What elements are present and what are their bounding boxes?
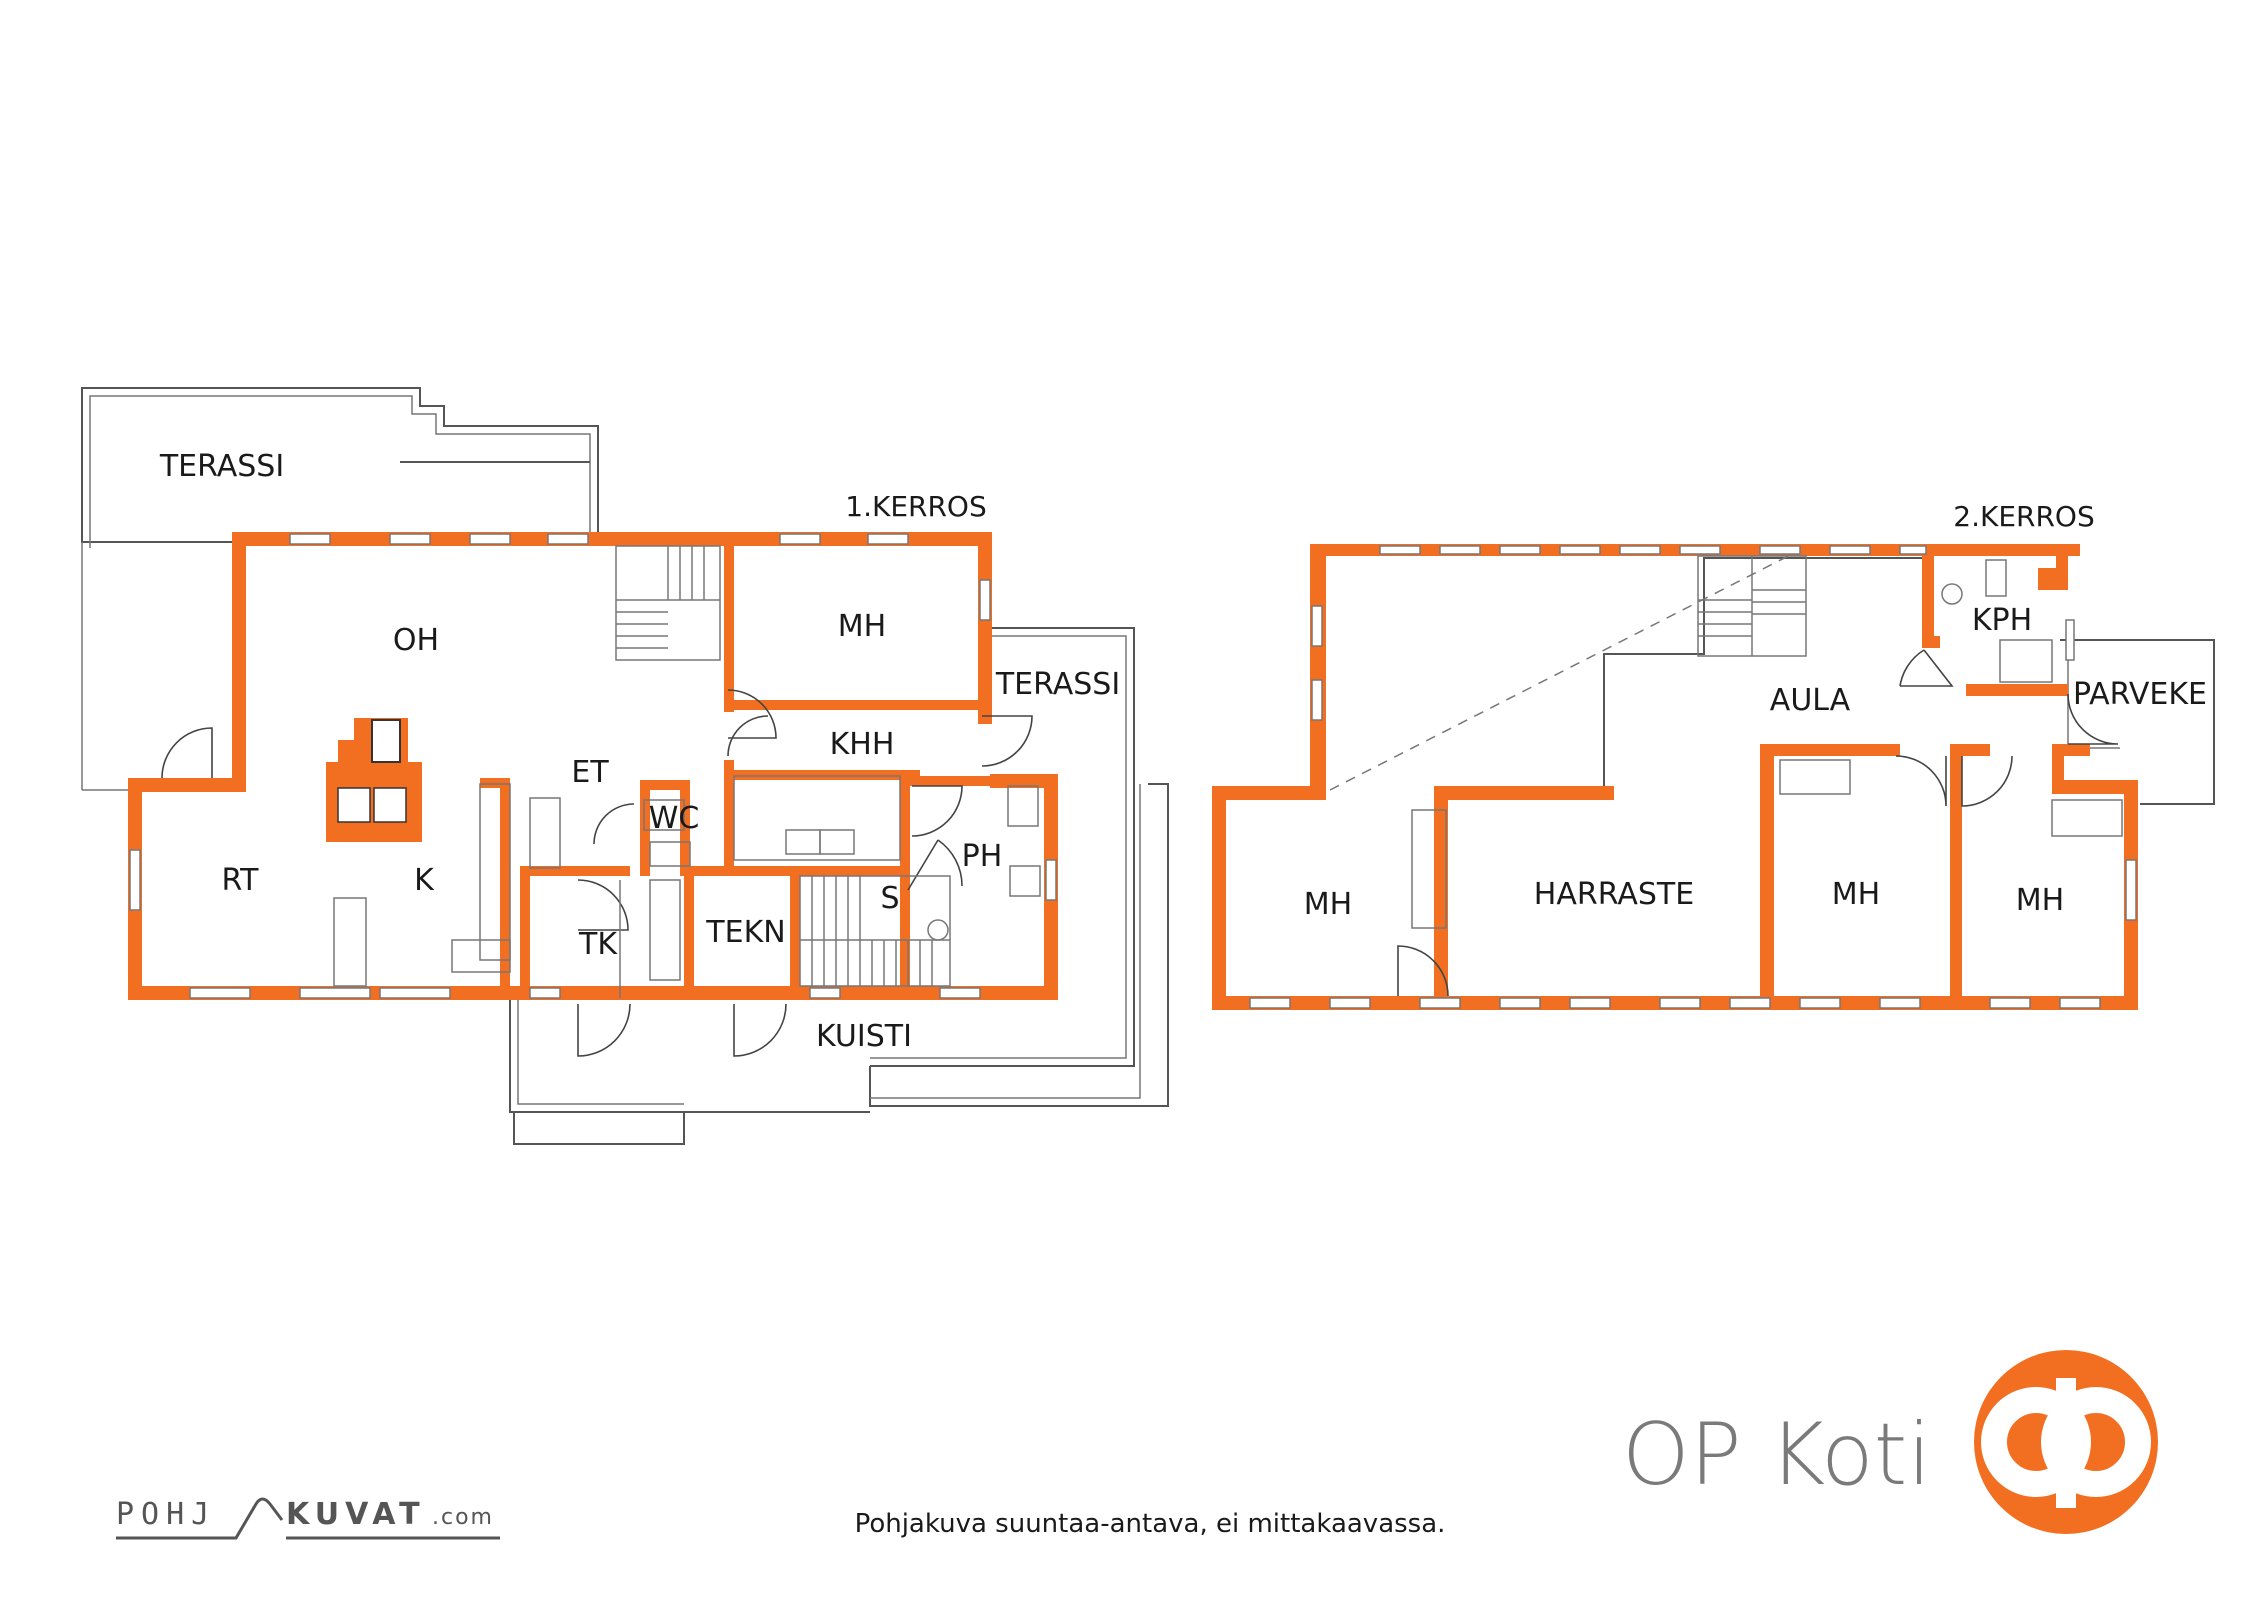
op-logo-icon <box>1974 1350 2158 1534</box>
credit-swoosh-icon <box>116 1497 284 1540</box>
label-kph: KPH <box>1972 603 2032 638</box>
label-wc: WC <box>649 801 700 836</box>
second-floor-stairs <box>1697 555 1807 657</box>
porch-outline <box>509 996 870 1145</box>
label-aula: AULA <box>1770 683 1851 718</box>
brand-name: OP Koti <box>1622 1405 1931 1505</box>
label-tekn: TEKN <box>705 915 785 950</box>
label-ph: PH <box>962 839 1003 874</box>
label-et: ET <box>571 755 609 790</box>
disclaimer-note: Pohjakuva suuntaa-antava, ei mittakaavas… <box>855 1509 1446 1539</box>
pohjakuvat-credit: POHJ KUVAT .com <box>116 1497 500 1540</box>
label-k: K <box>414 863 435 898</box>
op-koti-brand: OP Koti <box>1622 1350 2158 1534</box>
first-floor-doors <box>161 689 1033 1057</box>
room-labels: TERASSI 1.KERROS OH MH TERASSI KHH ET WC… <box>159 449 2207 1054</box>
label-mh-first: MH <box>838 609 886 644</box>
first-floor-windows <box>129 533 1057 999</box>
terrace-east-outline <box>869 627 1169 1107</box>
credit-part1: POHJ <box>116 1497 216 1532</box>
second-floor-fixtures <box>1411 559 2123 929</box>
label-mh-mid: MH <box>1832 877 1880 912</box>
label-second-floor: 2.KERROS <box>1953 500 2095 533</box>
label-terassi-e: TERASSI <box>995 667 1120 702</box>
label-harraste: HARRASTE <box>1534 877 1694 912</box>
label-terassi-nw: TERASSI <box>159 449 284 484</box>
credit-suffix: .com <box>432 1505 494 1530</box>
second-floor-windows <box>1249 545 2137 1009</box>
label-khh: KHH <box>830 727 895 762</box>
first-floor-fixtures <box>333 775 1041 998</box>
first-floor-stairs <box>615 545 951 987</box>
label-mh-east: MH <box>2016 883 2064 918</box>
label-s: S <box>880 881 899 916</box>
label-first-floor: 1.KERROS <box>845 490 987 523</box>
label-rt: RT <box>222 863 260 898</box>
label-mh-west: MH <box>1304 887 1352 922</box>
label-tk: TK <box>578 927 618 962</box>
label-oh: OH <box>393 623 439 658</box>
label-parveke: PARVEKE <box>2073 677 2207 712</box>
credit-part2: KUVAT <box>286 1497 426 1532</box>
label-kuisti: KUISTI <box>816 1019 912 1054</box>
terrace-nw-outline <box>81 387 599 791</box>
second-floor-doors <box>1397 649 2119 997</box>
